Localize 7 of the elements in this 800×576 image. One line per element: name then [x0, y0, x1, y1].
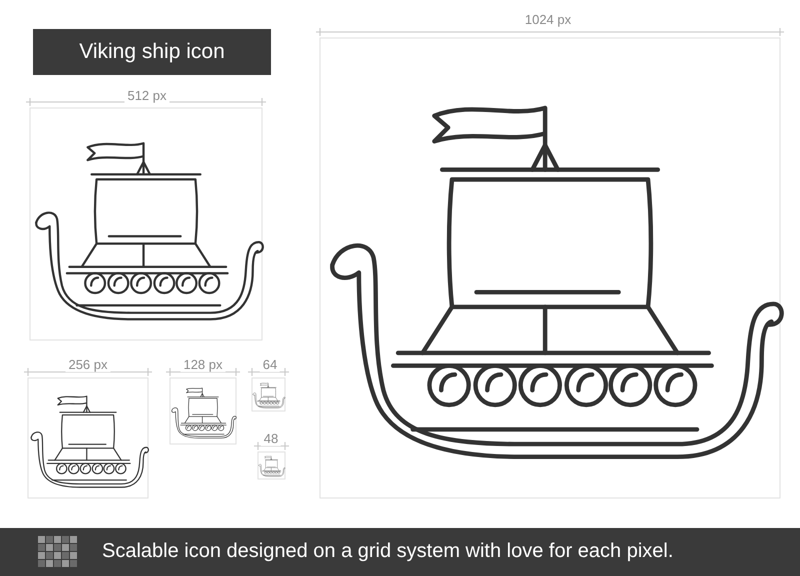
dimension-label: 64: [260, 357, 280, 372]
dimension-label: 256 px: [65, 357, 111, 372]
dimension-label: 128 px: [180, 357, 226, 372]
dimension-label: 512 px: [124, 88, 170, 103]
dimension-label: 48: [260, 431, 282, 446]
caption-text: Scalable icon designed on a grid system with love for each pixel.: [102, 540, 674, 563]
title-banner: Viking ship icon: [33, 29, 271, 75]
